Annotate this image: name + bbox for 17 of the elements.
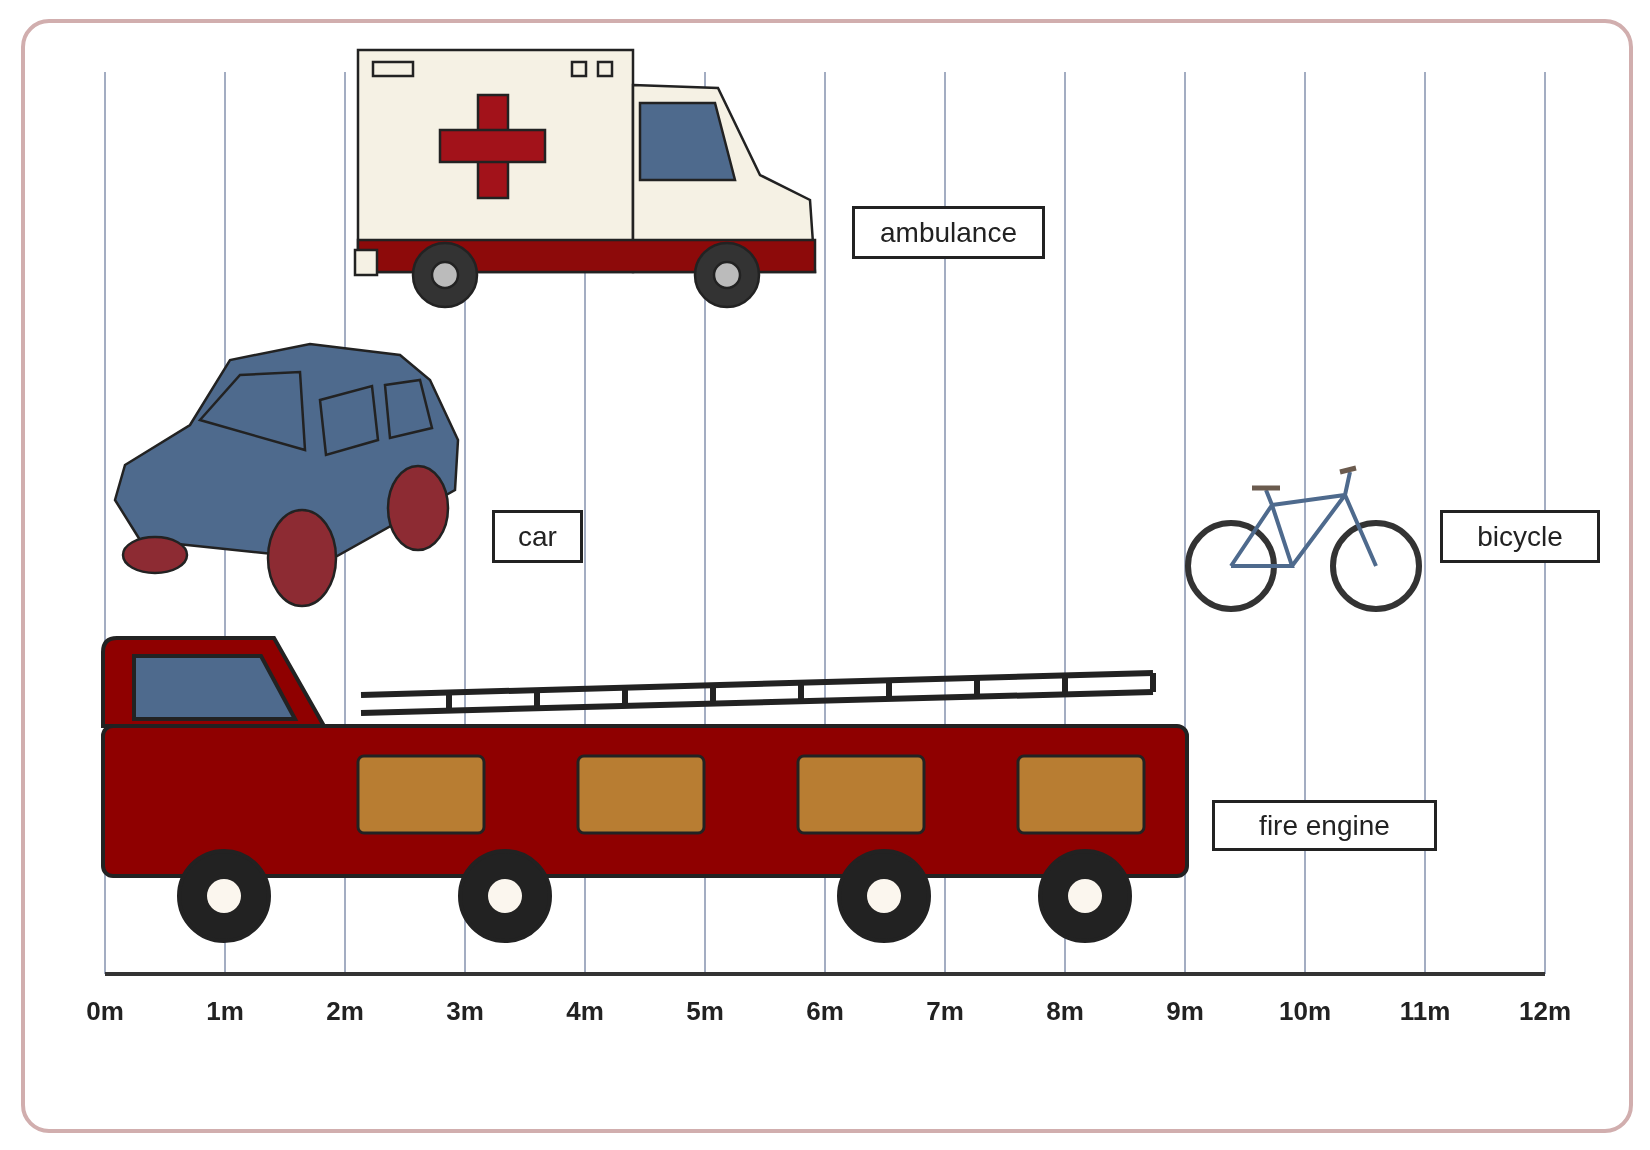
label-box: bicycle xyxy=(1440,510,1600,563)
label-box: ambulance xyxy=(852,206,1045,259)
tick-label: 11m xyxy=(1398,996,1452,1027)
tick-label: 2m xyxy=(325,996,365,1027)
tick-label: 5m xyxy=(685,996,725,1027)
tick-label: 4m xyxy=(565,996,605,1027)
tick-label: 6m xyxy=(805,996,845,1027)
tick-label: 9m xyxy=(1165,996,1205,1027)
tick-label: 7m xyxy=(925,996,965,1027)
tick-label: 10m xyxy=(1277,996,1332,1027)
tick-label: 0m xyxy=(85,996,125,1027)
tick-label: 8m xyxy=(1045,996,1085,1027)
label-box: fire engine xyxy=(1212,800,1437,851)
tick-label: 3m xyxy=(445,996,485,1027)
tick-label: 1m xyxy=(205,996,245,1027)
label-box: car xyxy=(492,510,583,563)
tick-label: 12m xyxy=(1517,996,1572,1027)
